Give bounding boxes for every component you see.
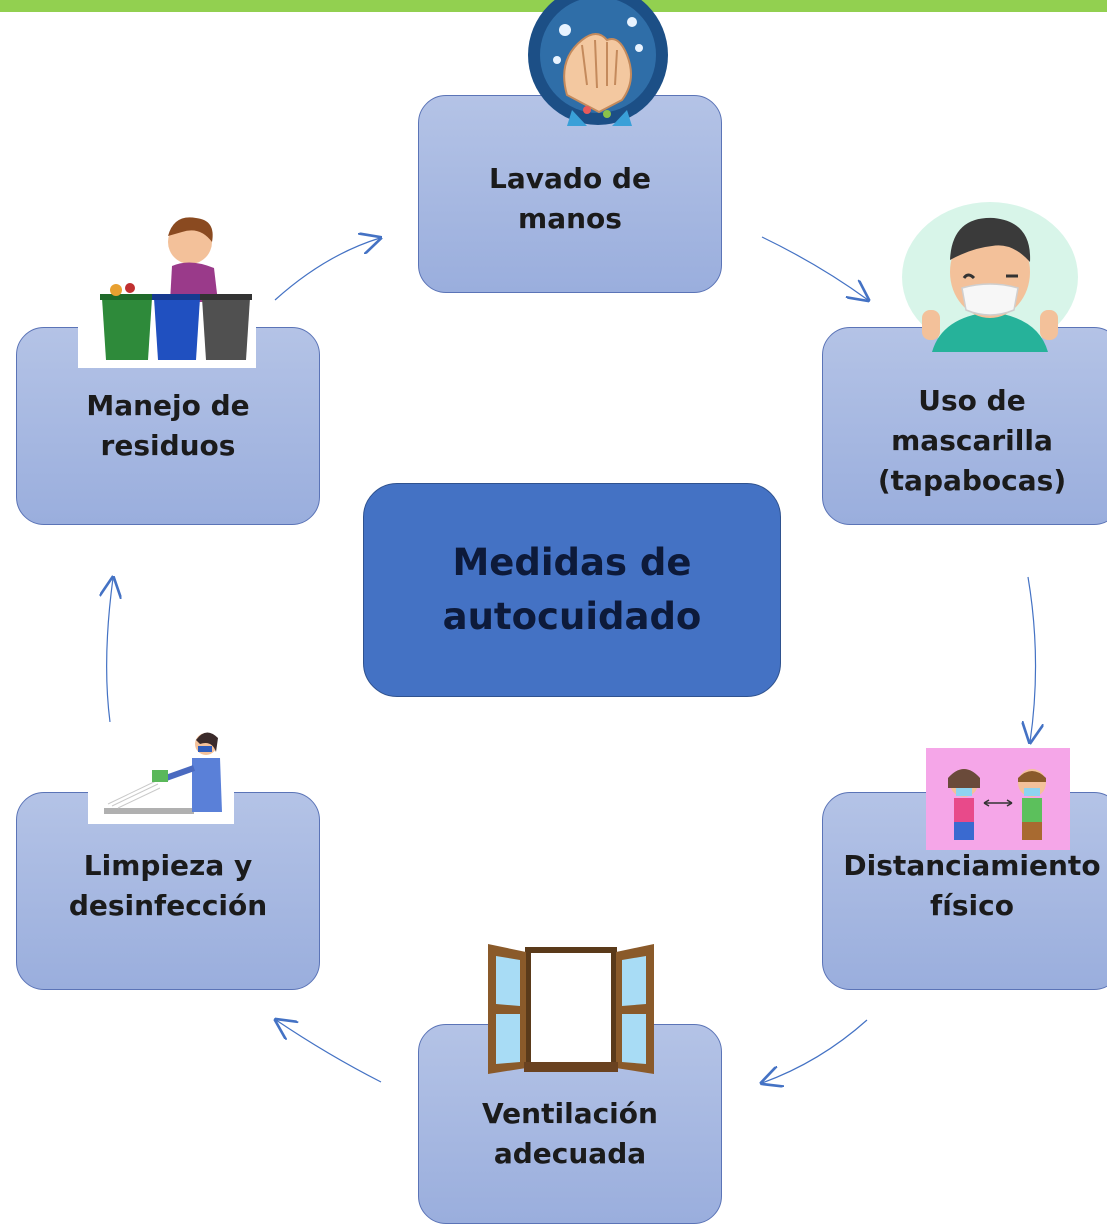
step-box-limpieza: Limpieza y desinfección [16,792,320,990]
waste-bins-icon [78,210,256,368]
center-box: Medidas de autocuidado [363,483,781,697]
step-label-mascarilla: Uso de mascarilla (tapabocas) [877,384,1067,497]
disinfection-spray-icon [88,722,234,824]
handwashing-icon [527,0,669,126]
step-box-lavado: Lavado de manos [418,95,722,293]
step-label-ventilacion: Ventilación adecuada [482,1097,658,1170]
arrow-mascarilla-to-distanciamiento [1028,576,1036,742]
arrow-ventilacion-to-limpieza [276,1020,382,1083]
arrow-limpieza-to-residuos [107,578,113,723]
step-label-distanciamiento: Distanciamiento físico [843,849,1101,922]
step-label-residuos: Manejo de residuos [86,389,250,462]
arrow-distanciamiento-to-ventilacion [762,1019,868,1083]
step-label-lavado: Lavado de manos [489,162,651,235]
step-label-limpieza: Limpieza y desinfección [68,849,268,922]
social-distancing-icon [926,748,1070,850]
step-box-mascarilla: Uso de mascarilla (tapabocas) [822,327,1107,525]
center-label: Medidas de autocuidado [442,541,702,638]
face-mask-boy-icon [902,202,1078,352]
arrow-lavado-to-mascarilla [761,236,868,300]
arrow-residuos-to-lavado [274,238,380,301]
open-window-icon [486,944,656,1074]
